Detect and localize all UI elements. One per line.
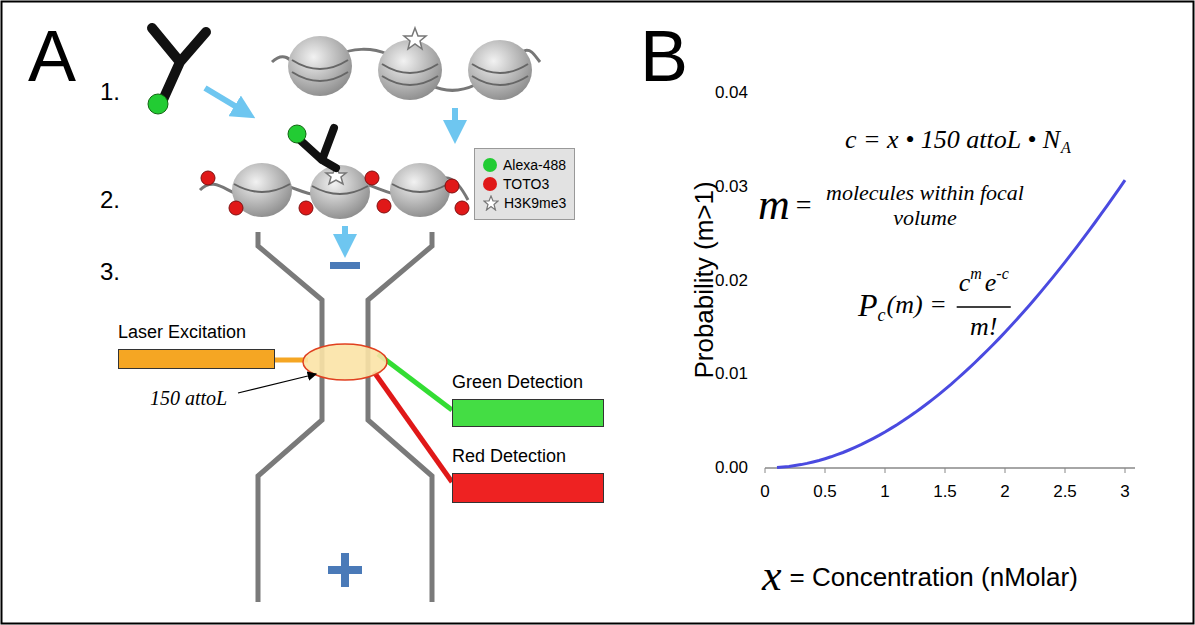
node-heading: Laser Excitation bbox=[118, 322, 275, 343]
formula: P bbox=[858, 287, 878, 324]
probability-curve bbox=[777, 180, 1125, 468]
formula-text: molecules within focal volume bbox=[825, 180, 1025, 231]
antibody bbox=[152, 28, 206, 102]
step-number: 3. bbox=[100, 258, 120, 286]
legend-swatch bbox=[483, 177, 497, 191]
tick-label: 0.01 bbox=[715, 364, 748, 384]
x-tick bbox=[765, 468, 766, 473]
minus-electrode bbox=[330, 262, 360, 269]
chromatin-top bbox=[272, 28, 540, 100]
tick-label: 3 bbox=[1120, 482, 1129, 502]
tick-label: 1 bbox=[880, 482, 889, 502]
tick-label: 2.5 bbox=[1053, 482, 1077, 502]
x-tick bbox=[1005, 468, 1006, 473]
node-heading: Red Detection bbox=[452, 446, 604, 467]
x-tick bbox=[1125, 468, 1126, 473]
green-detector: Green Detection bbox=[452, 372, 604, 427]
legend-row: TOTO3 bbox=[483, 176, 566, 192]
legend: Alexa-488TOTO3H3K9me3 bbox=[474, 148, 575, 220]
color-bar bbox=[452, 399, 604, 427]
fraction-bar bbox=[957, 306, 1011, 308]
superscript: -c bbox=[996, 265, 1008, 283]
tick-label: 0.5 bbox=[813, 482, 837, 502]
superscript: m bbox=[970, 265, 982, 283]
legend-text: Alexa-488 bbox=[503, 157, 566, 173]
x-tick bbox=[1065, 468, 1066, 473]
legend-text: TOTO3 bbox=[503, 176, 549, 192]
tick-label: 2 bbox=[1000, 482, 1009, 502]
axis-symbol: x bbox=[762, 551, 782, 602]
red-path bbox=[374, 372, 452, 482]
star-symbol bbox=[483, 195, 499, 211]
formula-symbol: m bbox=[758, 180, 790, 231]
red-detector: Red Detection bbox=[452, 446, 604, 503]
laser-source: Laser Excitation bbox=[118, 322, 275, 369]
color-bar bbox=[118, 349, 275, 369]
alexa-dye bbox=[148, 94, 168, 114]
green-path bbox=[378, 354, 452, 410]
tick-label: 0.04 bbox=[715, 83, 748, 103]
legend-swatch bbox=[483, 158, 497, 172]
subscript: c bbox=[878, 305, 886, 326]
legend-text: H3K9me3 bbox=[504, 195, 566, 211]
step-number: 1. bbox=[100, 78, 120, 106]
formula: (m) = bbox=[887, 290, 947, 320]
axis-title: Probability (m>1) bbox=[690, 181, 720, 378]
x-tick bbox=[825, 468, 826, 473]
legend-row: H3K9me3 bbox=[483, 195, 566, 211]
tick-label: 0 bbox=[760, 482, 769, 502]
flow-arrows bbox=[205, 88, 455, 246]
formula: c = x • 150 attoL • N bbox=[845, 125, 1060, 155]
leader-line bbox=[238, 374, 316, 393]
tick-label: 0.03 bbox=[715, 177, 748, 197]
tick-label: 0.00 bbox=[715, 458, 748, 478]
tick-label: 1.5 bbox=[933, 482, 957, 502]
chromatin-labeled bbox=[200, 125, 469, 219]
x-axis bbox=[765, 467, 1135, 469]
volume-label: 150 attoL bbox=[150, 387, 227, 410]
panel-letter: A bbox=[28, 15, 76, 98]
subscript: A bbox=[1061, 139, 1071, 157]
step-number: 2. bbox=[100, 186, 120, 214]
formula: e bbox=[985, 268, 997, 298]
formula: m! bbox=[970, 312, 997, 342]
color-bar bbox=[452, 473, 604, 503]
x-tick bbox=[885, 468, 886, 473]
plus-electrode bbox=[328, 553, 362, 587]
formula: = bbox=[796, 189, 812, 221]
legend-row: Alexa-488 bbox=[483, 157, 566, 173]
x-tick bbox=[945, 468, 946, 473]
tick-label: 0.02 bbox=[715, 271, 748, 291]
axis-title: = Concentration (nMolar) bbox=[790, 563, 1078, 593]
panel-letter: B bbox=[640, 15, 688, 98]
formula: c bbox=[959, 268, 971, 298]
node-heading: Green Detection bbox=[452, 372, 604, 393]
